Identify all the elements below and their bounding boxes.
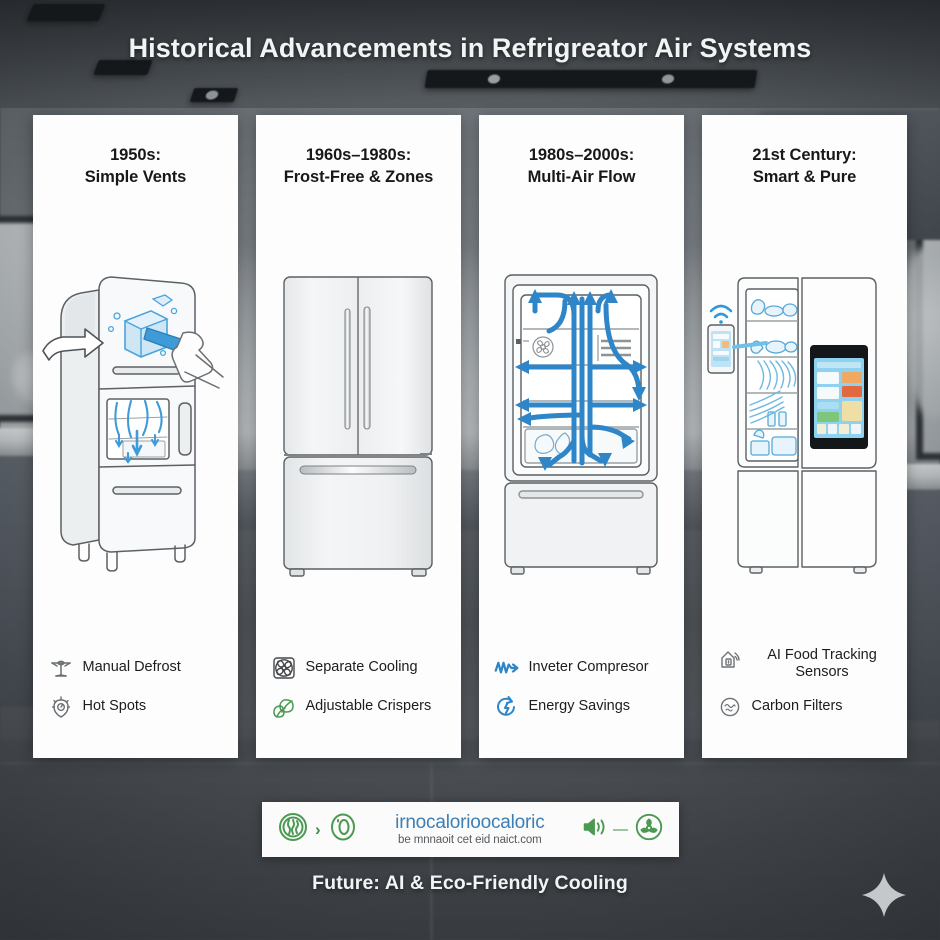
badge-dash: — [613,821,628,838]
panel-heading-line1: 21st Century: [752,146,857,164]
feature-item[interactable]: Adjustable Crispers [271,694,447,720]
thermometer-gauge-icon [48,694,74,720]
feature-label: Separate Cooling [305,659,418,676]
panel-heading-line1: 1950s: [110,146,161,164]
illustration-retro-fridge [33,255,238,585]
feature-item[interactable]: Manual Defrost [48,655,224,681]
feature-list: Inveter Compresor Energy Savings [479,655,684,720]
feature-list: Manual Defrost Hot Spots [33,655,238,720]
feature-label: Carbon Filters [751,698,843,715]
leaf-icon [271,694,297,720]
feature-label: AI Food Tracking Sensors [767,646,877,680]
airflow-streams [749,360,797,424]
fan-icon [271,655,297,681]
badge-text-main: irnocalorioocaloric [395,812,545,834]
feature-item[interactable]: Carbon Filters [717,694,893,720]
badge-text-sub: be mnnaoit cet eid naict.com [398,833,542,846]
panel-1980s-2000s[interactable]: 1980s–2000s: Multi-Air Flow [479,115,684,758]
page-title: Historical Advancements in Refrigreator … [128,33,812,63]
background-floor-seam [0,762,940,765]
badge-text-group: irnocalorioocaloric be mnnaoit cet eid n… [368,813,572,846]
airflow-network [518,292,644,468]
feature-item[interactable]: Inveter Compresor [494,655,670,681]
energy-coin-icon [276,810,310,849]
feature-label: Manual Defrost [82,659,181,676]
feature-list: AI Food Tracking Sensors Carbon Filters [702,647,907,720]
panel-21st-century[interactable]: 21st Century: Smart & Pure [702,115,907,758]
panel-heading-line2: Multi-Air Flow [527,167,636,186]
carbon-filter-icon [717,694,743,720]
panel-heading-line1: 1960s–1980s: [305,146,412,164]
smart-sensor-icon [717,647,743,673]
panel-heading-line2: Frost-Free & Zones [283,167,434,186]
feature-item[interactable]: AI Food Tracking Sensors [717,647,893,681]
energy-circle-icon [494,694,520,720]
feature-item[interactable]: Energy Savings [494,694,670,720]
panel-heading-line1: 1980s–2000s: [528,146,635,164]
hand-illustration [171,331,224,389]
airflow-arrow-icon [42,328,104,361]
recycle-leaf-icon [633,811,665,848]
airflow-arrowheads [515,289,647,471]
panel-heading: 1980s–2000s: Multi-Air Flow [528,145,636,189]
timeline-panels: 1950s: Simple Vents [33,115,907,758]
panel-heading: 1950s: Simple Vents [85,145,187,189]
fridge-touchscreen [810,345,868,449]
smartphone-illustration [707,324,735,374]
badge-arrow: › [315,820,321,839]
feature-label: Hot Spots [82,698,147,715]
feature-item[interactable]: Hot Spots [48,694,224,720]
panel-1950s[interactable]: 1950s: Simple Vents [33,115,238,758]
panel-heading: 21st Century: Smart & Pure [752,145,856,189]
badge-icon-group-left: › [276,810,360,849]
feature-item[interactable]: Separate Cooling [271,655,447,681]
speaker-icon [580,813,608,846]
footer-caption: Future: AI & Eco-Friendly Cooling [312,872,628,894]
eco-badge-banner[interactable]: › irnocalorioocaloric be mnnaoit cet eid… [262,802,679,857]
connection-beam [732,341,768,349]
airflow-lines [114,399,163,464]
feature-label: Adjustable Crispers [305,698,432,715]
panel-heading: 1960s–1980s: Frost-Free & Zones [283,145,434,189]
panel-heading-line2: Smart & Pure [752,167,857,186]
feature-list: Separate Cooling Adjustable Crispers [256,655,461,720]
feature-label: Energy Savings [528,698,631,715]
feature-label: Inveter Compresor [528,659,649,676]
illustration-french-door-fridge [256,255,461,585]
panel-heading-line2: Simple Vents [84,167,187,186]
panel-1960s-1980s[interactable]: 1960s–1980s: Frost-Free & Zones [256,115,461,758]
defrost-tool-icon [48,655,74,681]
zero-coin-icon [326,810,360,849]
wave-arrow-icon [494,655,520,681]
badge-icon-group-right: — [580,811,665,848]
wifi-icon [709,304,733,324]
four-point-star-icon [858,869,910,921]
illustration-smart-fridge [702,255,907,585]
background-ceiling [0,0,940,108]
illustration-multi-airflow-fridge [479,255,684,585]
